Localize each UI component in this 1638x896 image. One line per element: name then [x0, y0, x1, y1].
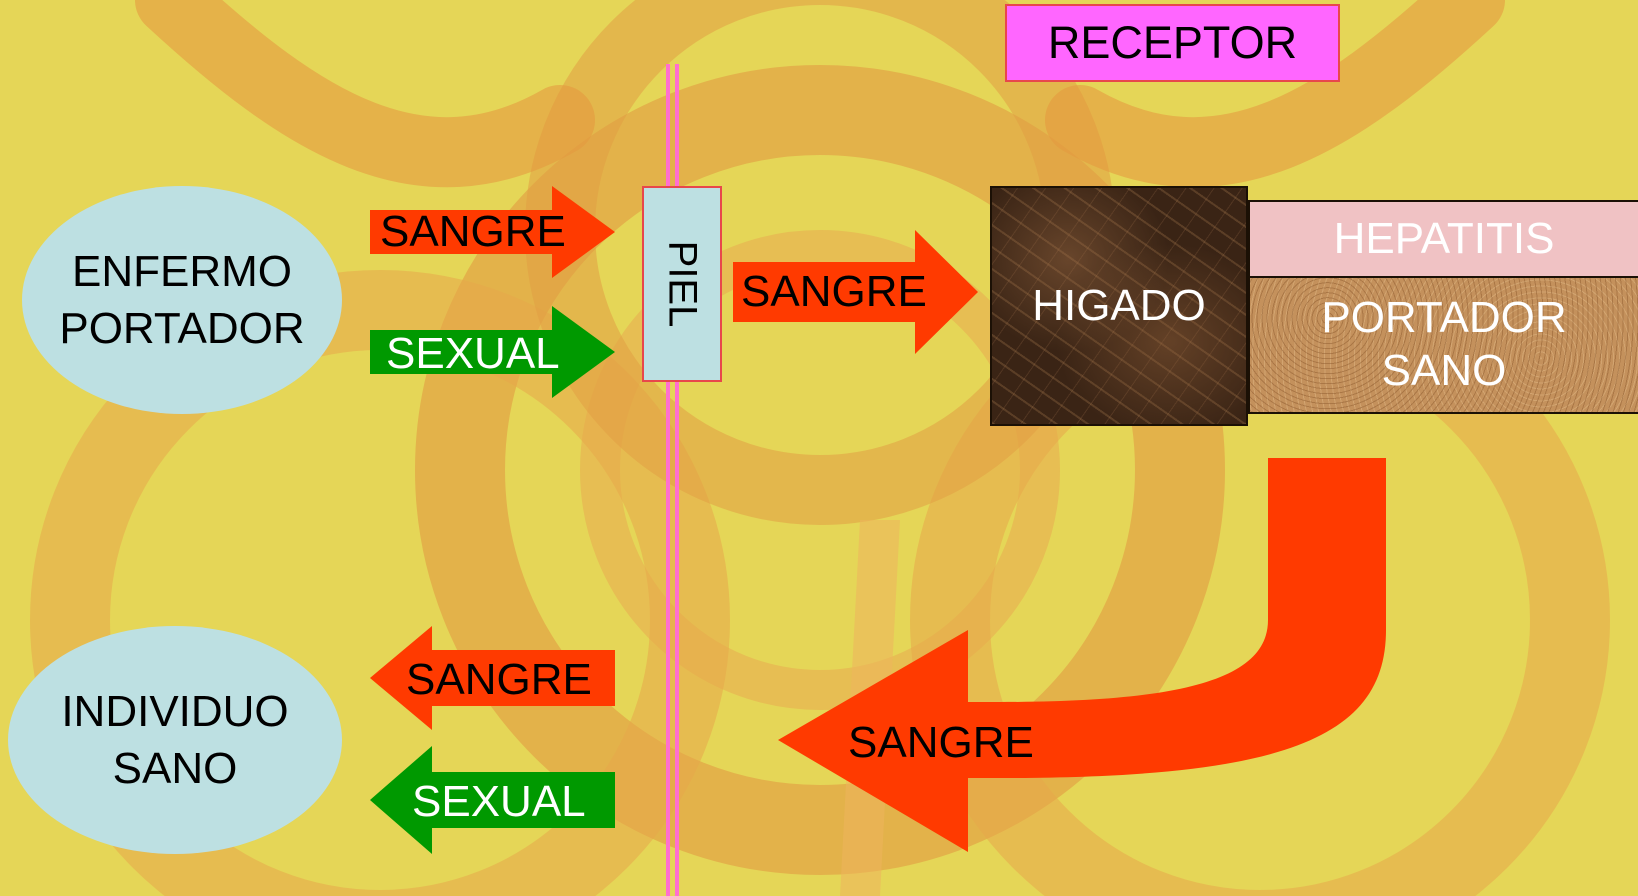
skin-boundary-line	[666, 64, 670, 896]
outgoing-blood-label: SANGRE	[406, 655, 592, 704]
incoming-sexual-arrow: SEXUAL	[370, 306, 615, 398]
outgoing-blood-arrow: SANGRE	[370, 626, 615, 730]
source-label: ENFERMO PORTADOR	[59, 246, 305, 353]
liver-block: HIGADO	[990, 186, 1248, 426]
outgoing-sexual-label: SEXUAL	[412, 777, 586, 826]
incoming-blood-arrow: SANGRE	[370, 186, 615, 278]
hepatitis-outcome: HEPATITIS	[1248, 200, 1638, 278]
incoming-blood-label: SANGRE	[380, 207, 566, 256]
target-label: INDIVIDUO SANO	[61, 686, 289, 793]
carrier-label: PORTADOR SANO	[1321, 293, 1567, 395]
outgoing-sexual-arrow: SEXUAL	[370, 746, 615, 854]
skin-box: PIEL	[642, 186, 722, 382]
target-ellipse: INDIVIDUO SANO	[8, 626, 342, 854]
liver-label: HIGADO	[1032, 281, 1206, 330]
skin-to-liver-arrow: SANGRE	[733, 230, 978, 354]
carrier-outcome: PORTADOR SANO	[1248, 278, 1638, 414]
skin-boundary-line	[675, 64, 679, 896]
receptor-label: RECEPTOR	[1005, 4, 1340, 82]
hepatitis-label: HEPATITIS	[1333, 214, 1555, 263]
skin-to-liver-label: SANGRE	[741, 267, 927, 316]
source-ellipse: ENFERMO PORTADOR	[22, 186, 342, 414]
incoming-sexual-label: SEXUAL	[386, 329, 560, 378]
return-blood-label: SANGRE	[848, 718, 1034, 767]
